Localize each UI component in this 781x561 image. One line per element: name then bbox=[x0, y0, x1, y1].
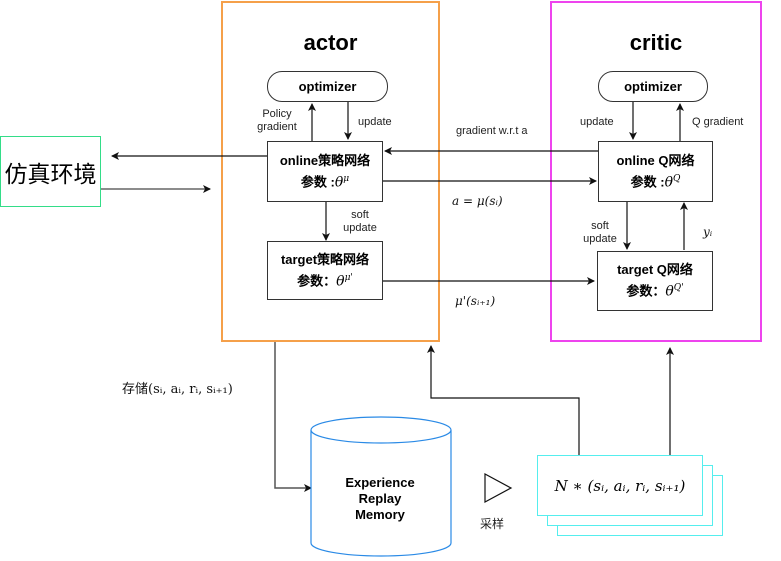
actor-target-name: target策略网络 bbox=[280, 251, 370, 267]
critic-target-param-label: 参数： bbox=[626, 283, 666, 299]
actor-target-param-sup: μ' bbox=[344, 272, 353, 283]
critic-online-param-sup: Q bbox=[673, 173, 681, 184]
critic-online-param-label: 参数 : bbox=[630, 174, 665, 190]
actor-target-network[interactable]: target策略网络 参数：θμ' bbox=[267, 241, 383, 300]
critic-update-label: update bbox=[580, 116, 614, 128]
critic-target-param-sup: Q' bbox=[673, 283, 684, 294]
critic-target-param-symbol: θ bbox=[665, 283, 674, 300]
sample-play-icon bbox=[484, 472, 513, 504]
actor-target-param-label: 参数： bbox=[297, 273, 337, 289]
actor-update-label: update bbox=[358, 116, 392, 128]
replay-memory-line-2: Replay bbox=[358, 491, 402, 506]
critic-title: critic bbox=[629, 30, 683, 55]
critic-target-network[interactable]: target Q网络 参数：θQ' bbox=[597, 251, 713, 311]
environment-label: 仿真环境 bbox=[4, 160, 97, 187]
actor-online-network[interactable]: online策略网络 参数 :θμ bbox=[267, 141, 383, 202]
actor-online-param-label: 参数 : bbox=[300, 174, 335, 190]
sample-label: 采样 bbox=[480, 517, 505, 531]
critic-online-name: online Q网络 bbox=[616, 152, 695, 168]
actor-title: actor bbox=[303, 30, 358, 55]
actor-online-name: online策略网络 bbox=[279, 152, 371, 168]
action-equation-label: a = μ(sᵢ) bbox=[452, 194, 503, 208]
critic-optimizer-label: optimizer bbox=[624, 79, 682, 94]
simulation-environment[interactable]: 仿真环境 bbox=[0, 136, 101, 207]
actor-soft-update-label: soft update bbox=[343, 209, 377, 234]
critic-soft-update-label: soft update bbox=[583, 220, 617, 245]
critic-target-name: target Q网络 bbox=[617, 262, 693, 278]
target-action-label: μ'(sᵢ₊₁) bbox=[455, 294, 496, 308]
yi-label: yᵢ bbox=[703, 225, 713, 239]
replay-memory-label: Experience Replay Memory bbox=[310, 475, 450, 523]
batch-to-actor-arrow bbox=[427, 345, 580, 456]
minibatch-sample[interactable]: N ∗ (sᵢ, aᵢ, rᵢ, sᵢ₊₁) bbox=[537, 455, 703, 516]
replay-memory-line-1: Experience bbox=[345, 475, 415, 490]
q-gradient-label: Q gradient bbox=[692, 116, 744, 128]
critic-online-network[interactable]: online Q网络 参数 :θQ bbox=[598, 141, 713, 202]
store-label: 存储(sᵢ, aᵢ, rᵢ, sᵢ₊₁) bbox=[122, 382, 233, 397]
minibatch-label: N ∗ (sᵢ, aᵢ, rᵢ, sᵢ₊₁) bbox=[554, 476, 686, 495]
replay-memory-line-3: Memory bbox=[355, 507, 405, 522]
replay-memory-cylinder bbox=[310, 416, 452, 557]
actor-online-param-symbol: θ bbox=[334, 174, 344, 191]
actor-online-param-sup: μ bbox=[343, 173, 350, 184]
store-arrow bbox=[274, 342, 312, 492]
critic-online-param-symbol: θ bbox=[664, 174, 673, 191]
gradient-wrt-a-label: gradient w.r.t a bbox=[456, 125, 528, 137]
critic-optimizer[interactable]: optimizer bbox=[598, 71, 708, 102]
actor-optimizer-label: optimizer bbox=[298, 79, 357, 94]
policy-gradient-label: Policy gradient bbox=[257, 108, 297, 133]
actor-optimizer[interactable]: optimizer bbox=[267, 71, 388, 102]
actor-target-param-symbol: θ bbox=[336, 273, 345, 290]
